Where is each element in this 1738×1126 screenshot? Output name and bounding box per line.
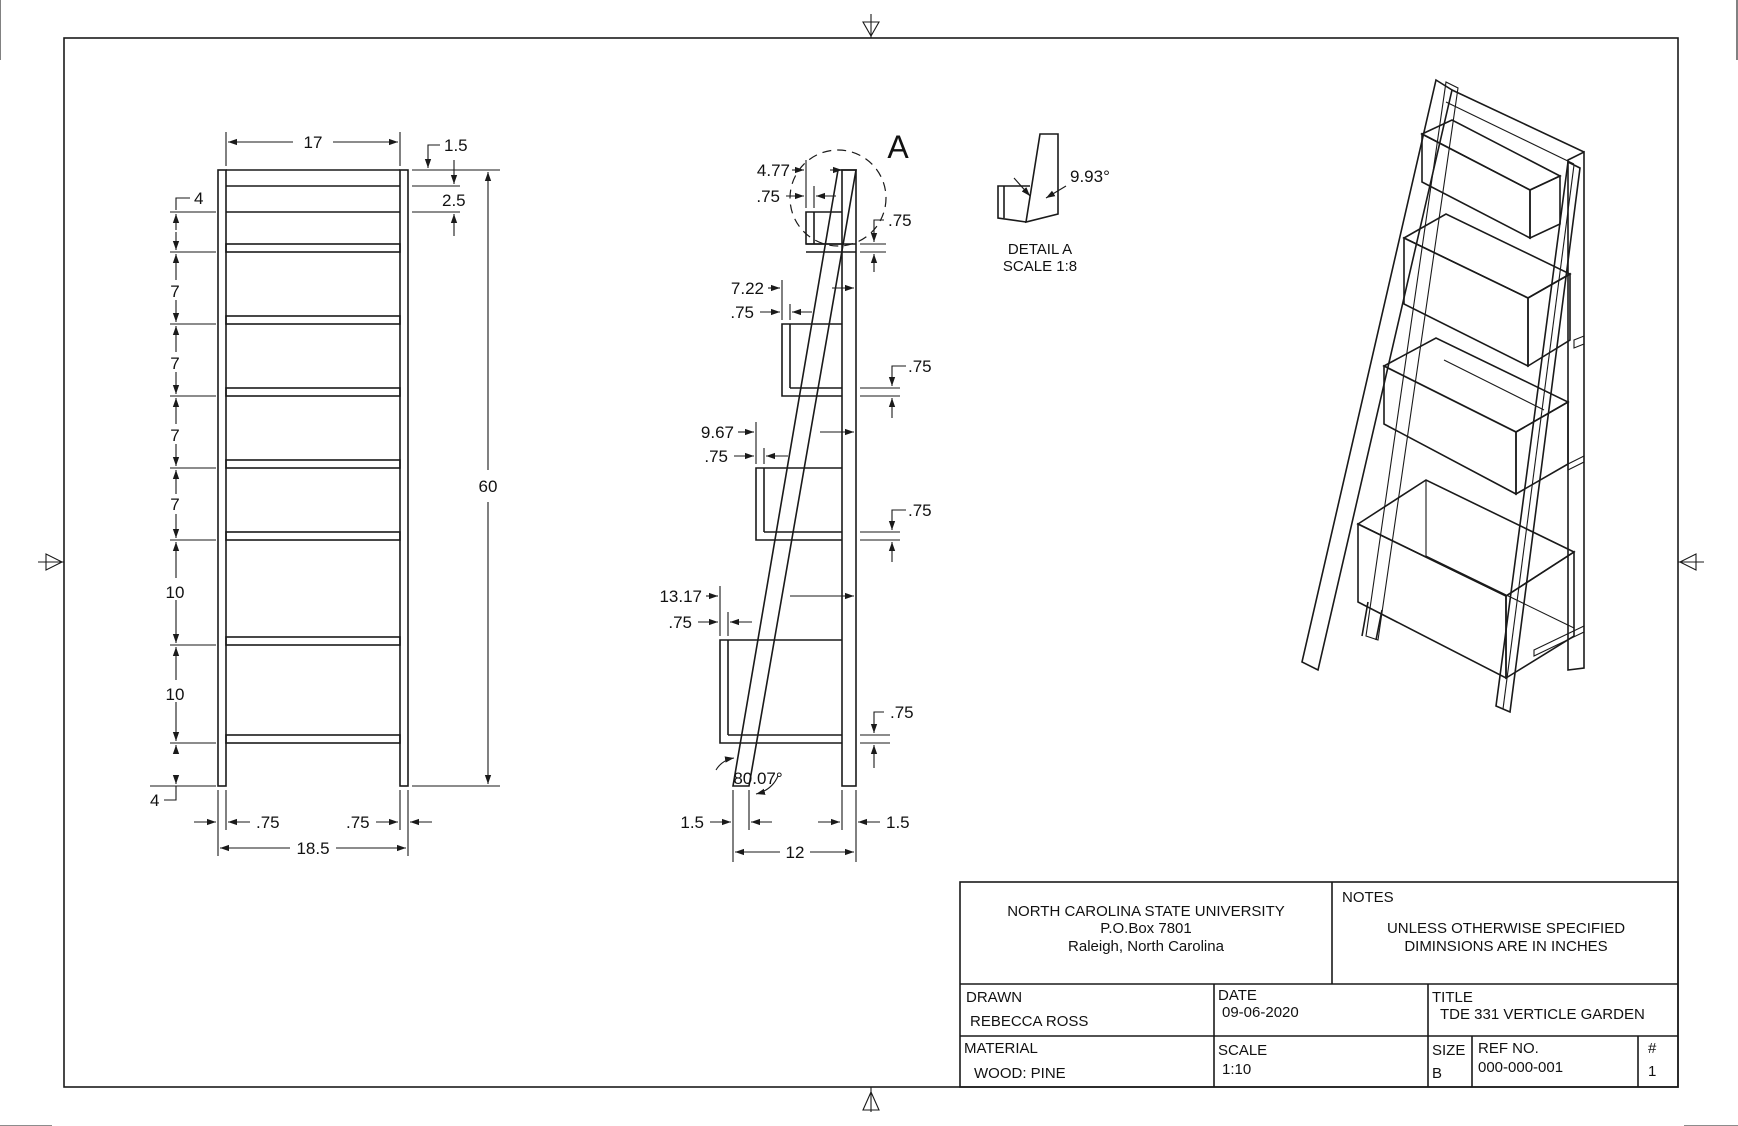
dim-text: 17	[304, 133, 323, 152]
centering-mark-left	[38, 553, 64, 571]
detail-a-view: 9.93° DETAIL A SCALE 1:8	[997, 133, 1110, 275]
material-label: MATERIAL	[964, 1040, 1038, 1057]
dim-width-18-5: 18.5	[220, 839, 406, 858]
dim-text: 1.5	[886, 813, 910, 832]
dim-text: 7.22	[731, 279, 764, 298]
centering-mark-bottom	[862, 1087, 880, 1112]
dim-text: 7	[170, 282, 179, 301]
dim-leg-thickness: .75 .75	[194, 790, 432, 856]
detail-a-title: DETAIL A	[1008, 241, 1072, 258]
dim-text: 1.5	[680, 813, 704, 832]
dim-text: .75	[908, 357, 932, 376]
dim-text: .75	[756, 187, 780, 206]
dim-shelf-spacing-chain: 4 7 7 7 7 10	[150, 189, 216, 810]
dim-box-3: 9.67 .75 .75	[701, 422, 932, 562]
notes-line-2: DIMINSIONS ARE IN INCHES	[1404, 938, 1607, 955]
front-view: 17 1.5 2.5 4	[150, 132, 500, 858]
dim-text: 7	[170, 354, 179, 373]
front-view-outline	[217, 169, 409, 787]
side-view-outline	[719, 169, 857, 787]
dim-box-1: 4.77 .75 .75	[756, 160, 912, 272]
ref-label: REF NO.	[1478, 1040, 1539, 1057]
dim-text: .75	[704, 447, 728, 466]
dim-text: 4	[150, 791, 159, 810]
scale-label: SCALE	[1218, 1042, 1267, 1059]
dim-height-60: 60	[412, 169, 500, 787]
dim-feet: 1.5 1.5	[680, 790, 910, 862]
dim-text: .75	[256, 813, 280, 832]
ref-value: 000-000-001	[1478, 1059, 1563, 1076]
dim-text: .75	[890, 703, 914, 722]
dim-text: 7	[170, 495, 179, 514]
isometric-view	[1301, 78, 1585, 714]
org-name: NORTH CAROLINA STATE UNIVERSITY	[1007, 903, 1285, 920]
dim-text: 60	[479, 477, 498, 496]
date-value: 09-06-2020	[1222, 1004, 1299, 1021]
title-block: NORTH CAROLINA STATE UNIVERSITY P.O.Box …	[959, 881, 1679, 1088]
centering-mark-right	[1678, 553, 1704, 571]
dim-box-2: 7.22 .75 .75	[730, 279, 932, 418]
scale-value: 1:10	[1222, 1061, 1251, 1078]
dim-text: .75	[668, 613, 692, 632]
dim-text: 4	[194, 189, 203, 208]
drawn-label: DRAWN	[966, 989, 1022, 1006]
detail-a-callout: A	[789, 129, 909, 247]
dim-width-17: 17	[225, 132, 401, 166]
dim-text: 7	[170, 426, 179, 445]
dim-text: .75	[888, 211, 912, 230]
dim-text: 10	[166, 685, 185, 704]
dim-text: 12	[786, 843, 805, 862]
dim-text: .75	[730, 303, 754, 322]
title-label: TITLE	[1432, 989, 1473, 1006]
dim-text: 4.77	[757, 161, 790, 180]
dim-text: 10	[166, 583, 185, 602]
dim-box-4: 13.17 .75 .75	[659, 586, 914, 768]
drawn-value: REBECCA ROSS	[970, 1013, 1088, 1030]
sheet-label: #	[1648, 1040, 1657, 1057]
dim-text: 18.5	[296, 839, 329, 858]
side-view: A 4.77 .75 .75 7.22 .75	[659, 129, 932, 862]
size-label: SIZE	[1432, 1042, 1465, 1059]
detail-a-scale: SCALE 1:8	[1003, 258, 1077, 275]
date-label: DATE	[1218, 987, 1257, 1004]
detail-letter: A	[887, 129, 909, 165]
sheet-value: 1	[1648, 1063, 1656, 1080]
dim-top-rail: 1.5 2.5	[412, 136, 500, 236]
org-address: P.O.Box 7801	[1100, 920, 1191, 937]
dim-text: .75	[346, 813, 370, 832]
dim-leg-angle: 80.07°	[715, 756, 783, 795]
material-value: WOOD: PINE	[974, 1065, 1066, 1082]
dim-text: .75	[908, 501, 932, 520]
dim-text: 1.5	[444, 136, 468, 155]
org-city: Raleigh, North Carolina	[1068, 938, 1225, 955]
centering-mark-top	[862, 14, 880, 38]
notes-label: NOTES	[1342, 889, 1394, 906]
title-value: TDE 331 VERTICLE GARDEN	[1440, 1006, 1645, 1023]
dim-text: 13.17	[659, 587, 702, 606]
dim-text: 9.67	[701, 423, 734, 442]
size-value: B	[1432, 1065, 1442, 1082]
detail-a-angle: 9.93°	[1070, 167, 1110, 186]
dim-text: 80.07°	[733, 769, 782, 788]
notes-line-1: UNLESS OTHERWISE SPECIFIED	[1387, 920, 1625, 937]
dim-text: 2.5	[442, 191, 466, 210]
dim-depth-12: 12	[735, 843, 854, 862]
